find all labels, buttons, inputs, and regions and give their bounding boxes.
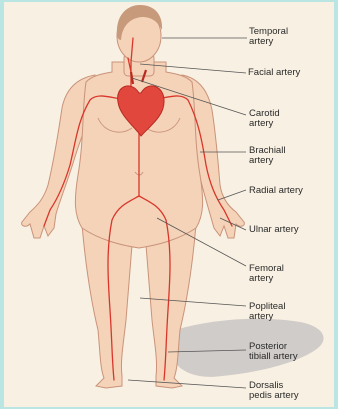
label-popliteal-artery: Popliteal artery [249, 302, 285, 322]
label-carotid-artery: Carotid artery [249, 109, 280, 129]
label-facial-artery: Facial artery [248, 68, 300, 78]
label-brachial-artery: Brachiall artery [249, 146, 285, 166]
label-dorsalis-pedis-artery: Dorsalis pedis artery [249, 381, 299, 401]
label-femoral-artery: Femoral artery [249, 264, 284, 284]
label-radial-artery: Radial artery [249, 186, 303, 196]
label-temporal-artery: Temporal artery [249, 27, 288, 47]
label-posterior-tibial-artery: Posterior tibiall artery [249, 342, 298, 362]
label-ulnar-artery: Ulnar artery [249, 225, 299, 235]
